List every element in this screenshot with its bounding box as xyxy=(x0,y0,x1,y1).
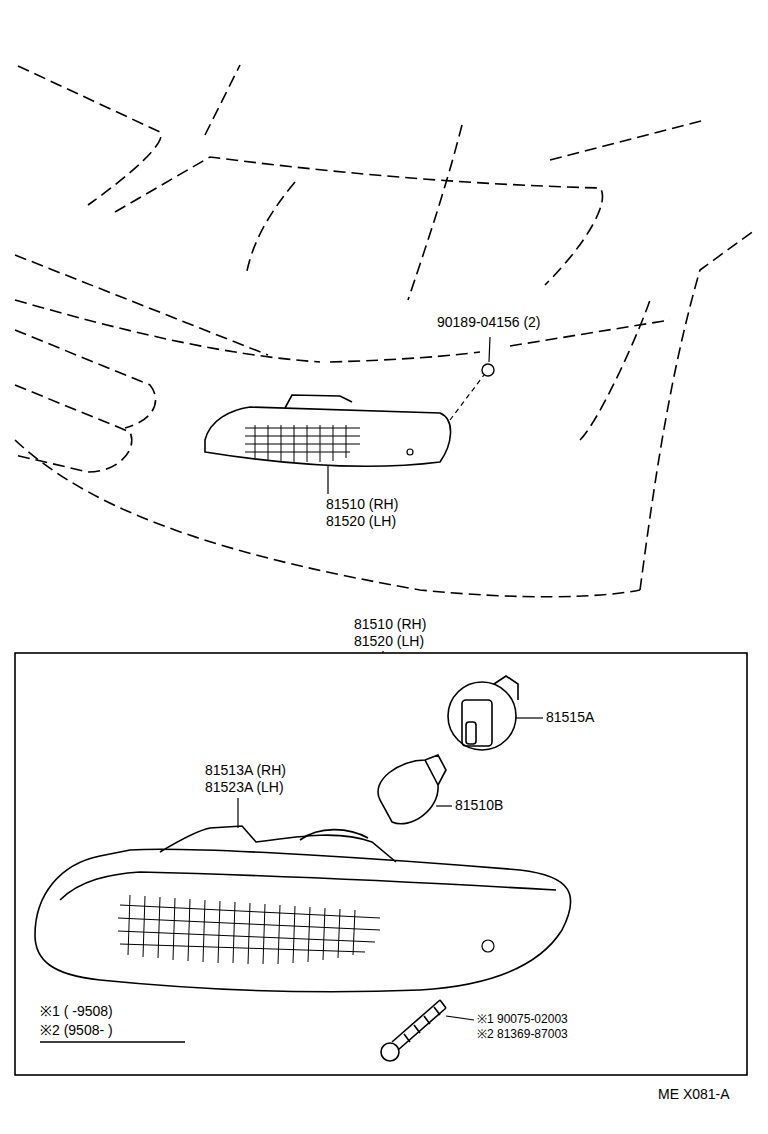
part-number: ※1 ( -9508) xyxy=(40,1003,113,1020)
note-underline xyxy=(40,1041,185,1042)
part-number: ※2 (9508- ) xyxy=(40,1022,113,1039)
part-number: 81510B xyxy=(455,797,503,814)
lamp-lens xyxy=(35,798,571,992)
part-number: ※1 90075-02003 xyxy=(477,1012,568,1026)
car-body-outline xyxy=(15,65,755,597)
part-number: 81523A (LH) xyxy=(205,779,284,796)
part-number: 81510 (RH) xyxy=(326,496,398,513)
lamp-installed xyxy=(205,337,494,494)
socket xyxy=(448,676,543,750)
screw xyxy=(381,1000,474,1061)
part-number: 81520 (LH) xyxy=(354,633,424,650)
bulb xyxy=(378,755,452,824)
part-number: 81520 (LH) xyxy=(326,513,396,530)
part-number: ME X081-A xyxy=(658,1086,730,1103)
part-number: 81510 (RH) xyxy=(354,616,426,633)
assembly-frame xyxy=(15,653,747,1075)
part-number: 81515A xyxy=(546,709,594,726)
part-number: 81513A (RH) xyxy=(205,762,286,779)
part-number: ※2 81369-87003 xyxy=(477,1027,568,1041)
part-number: 90189-04156 (2) xyxy=(437,314,541,331)
